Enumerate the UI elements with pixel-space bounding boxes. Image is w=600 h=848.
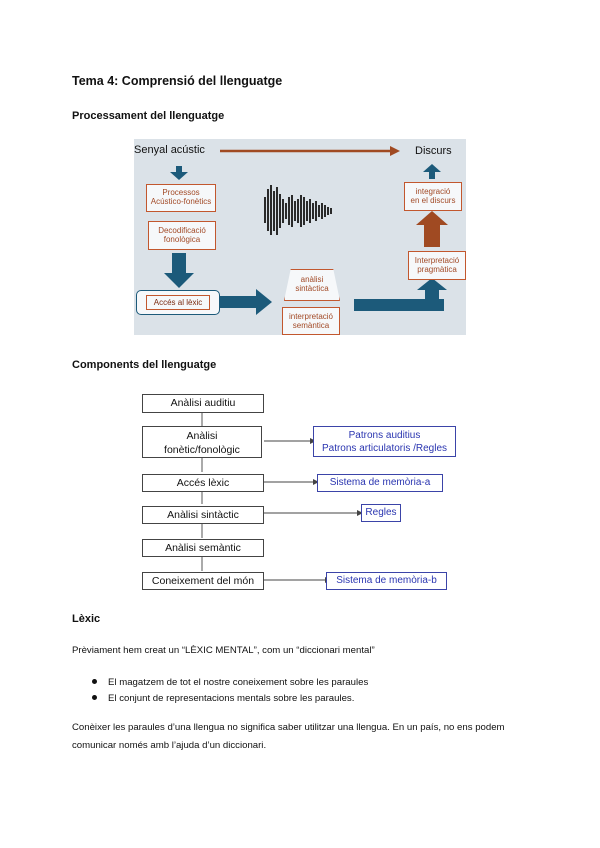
waveform-image [264, 185, 332, 235]
lexicon-intro: Prèviament hem creat un “LÈXIC MENTAL”, … [72, 645, 375, 656]
bullet-text-1: El magatzem de tot el nostre coneixement… [108, 677, 369, 688]
discourse-label: Discurs [415, 145, 452, 157]
signal-label: Senyal acústic [134, 144, 205, 156]
acoustic-line-2: Acústico-fonètics [150, 197, 212, 206]
integration-line-2: en el discurs [410, 196, 456, 205]
phonological-decoding-box: Decodificació fonològica [148, 221, 216, 250]
phonetic-line-2: fonètic/fonològic [164, 444, 240, 456]
bullet-item-2: El conjunt de representacions mentals so… [92, 693, 354, 704]
stage-phonetic-analysis: Anàlisi fonètic/fonològic [142, 426, 262, 458]
paragraph-line-1: Conèixer les paraules d’una llengua no s… [72, 722, 505, 733]
semantic-interpretation-box: interpretació semàntica [282, 307, 340, 335]
patterns-line-2: Patrons articulatoris /Regles [321, 443, 448, 454]
syntactic-analysis-box: anàlisi sintàctica [284, 269, 340, 301]
lexicon-paragraph: Conèixer les paraules d’una llengua no s… [72, 719, 542, 755]
page-title: Tema 4: Comprensió del llenguatge [72, 74, 283, 88]
pragmatic-line-2: pragmàtica [417, 265, 457, 274]
memory-b-box: Sistema de memòria-b [326, 572, 447, 590]
stage-lexical-access: Accés lèxic [142, 474, 264, 492]
stage-syntactic-analysis: Anàlisi sintàctic [142, 506, 264, 524]
semantic-line-2: semàntica [292, 321, 330, 330]
stage-auditory-analysis: Anàlisi auditiu [142, 394, 264, 413]
acoustic-line-1: Processos [162, 188, 200, 197]
acoustic-processes-box: Processos Acústico-fonètics [146, 184, 216, 212]
memory-a-box: Sistema de memòria-a [317, 474, 443, 492]
components-connectors [201, 412, 363, 583]
rules-box: Regles [361, 504, 401, 522]
section-heading-lexicon: Lèxic [72, 613, 101, 625]
integration-line-1: integració [415, 187, 451, 196]
syntactic-line-2: sintàctica [295, 284, 329, 293]
patterns-box: Patrons auditius Patrons articulatoris /… [313, 426, 456, 457]
lexical-access-frame: Accés al lèxic [136, 290, 220, 315]
paragraph-line-2: comunicar només amb l’ajuda d’un diccion… [72, 740, 267, 751]
pragmatic-interpretation-box: Interpretació pragmàtica [408, 251, 466, 280]
bullet-dot [92, 678, 97, 684]
lexical-access-box: Accés al lèxic [146, 295, 210, 310]
phonological-line-2: fonològica [163, 235, 201, 244]
phonetic-line-1: Anàlisi [186, 430, 218, 442]
section-heading-components: Components del llenguatge [72, 359, 217, 371]
discourse-integration-box: integració en el discurs [404, 182, 462, 211]
processing-arrows [164, 146, 448, 315]
semantic-line-1: interpretació [288, 312, 334, 321]
processing-figure: Senyal acústic Discurs Processos Acústic… [134, 139, 466, 335]
bullet-text-2: El conjunt de representacions mentals so… [108, 693, 355, 704]
patterns-line-1: Patrons auditius [348, 430, 421, 441]
section-heading-processing: Processament del llenguatge [72, 110, 225, 122]
pragmatic-line-1: Interpretació [414, 256, 460, 265]
bullet-item-1: El magatzem de tot el nostre coneixement… [92, 677, 368, 688]
components-diagram: Anàlisi auditiu Anàlisi fonètic/fonològi… [140, 390, 460, 595]
stage-world-knowledge: Coneixement del món [142, 572, 264, 590]
stage-semantic-analysis: Anàlisi semàntic [142, 539, 264, 557]
phonological-line-1: Decodificació [158, 226, 206, 235]
syntactic-line-1: anàlisi [300, 275, 324, 284]
bullet-dot [92, 694, 97, 700]
